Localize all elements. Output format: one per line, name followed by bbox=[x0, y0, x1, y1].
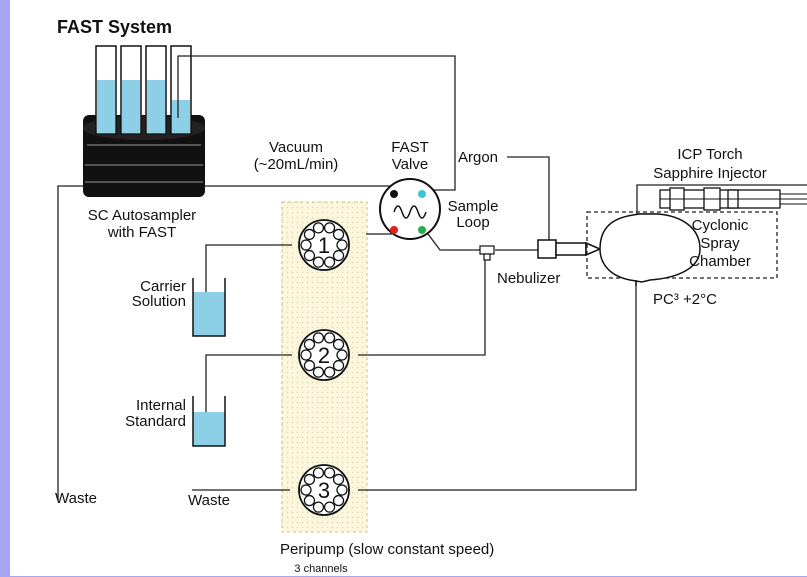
cyclonic-spray-chamber bbox=[599, 213, 701, 286]
autosampler bbox=[83, 45, 205, 197]
fast-valve-label-line2: Valve bbox=[391, 156, 429, 173]
nebulizer-label: Nebulizer bbox=[497, 270, 561, 287]
sample-loop-label-line2: Loop bbox=[456, 214, 490, 231]
internal-standard-label-line1: Internal bbox=[135, 397, 186, 414]
argon-label: Argon bbox=[458, 149, 499, 166]
pc3-temperature-label: PC³ +2°C bbox=[653, 291, 717, 308]
tee-connector bbox=[479, 245, 495, 261]
carrier-solution-beaker bbox=[192, 278, 226, 337]
carrier-solution-label-line2: Solution bbox=[131, 293, 186, 310]
peripump-label: Peripump (slow constant speed) bbox=[280, 541, 495, 558]
diagram-graphics: 1 2 3 bbox=[57, 45, 807, 533]
peripump-heads: 1 2 3 bbox=[298, 219, 350, 516]
autosampler-label-line2: with FAST bbox=[107, 224, 177, 241]
waste-label-left: Waste bbox=[55, 490, 97, 507]
cyclonic-label-line3: Chamber bbox=[689, 253, 751, 270]
cyclonic-label-line2: Spray bbox=[700, 235, 740, 252]
vacuum-rate-label: (~20mL/min) bbox=[253, 156, 339, 173]
pump-number-3: 3 bbox=[318, 478, 330, 503]
pump-head-2: 2 bbox=[298, 329, 350, 381]
fast-valve bbox=[379, 178, 441, 240]
pump-head-1: 1 bbox=[298, 219, 350, 271]
internal-standard-label-line2: Standard bbox=[125, 413, 186, 430]
pump-head-3: 3 bbox=[298, 464, 350, 516]
internal-standard-beaker bbox=[192, 396, 226, 447]
autosampler-label-line1: SC Autosampler bbox=[87, 207, 197, 224]
pump-number-1: 1 bbox=[318, 233, 330, 258]
icp-torch bbox=[659, 187, 807, 211]
vacuum-label: Vacuum bbox=[269, 139, 323, 156]
nebulizer bbox=[537, 239, 602, 259]
cyclonic-label-line1: Cyclonic bbox=[691, 217, 749, 234]
pump-number-2: 2 bbox=[318, 343, 330, 368]
icp-torch-label: ICP Torch bbox=[677, 146, 743, 163]
pc3-box bbox=[586, 211, 778, 279]
waste-label-pump: Waste bbox=[188, 492, 230, 509]
sapphire-injector-label: Sapphire Injector bbox=[653, 165, 767, 182]
carrier-solution-label-line1: Carrier bbox=[140, 278, 186, 295]
fast-valve-label-line1: FAST bbox=[391, 139, 429, 156]
peripump-channels-label: 3 channels bbox=[294, 563, 348, 575]
sample-tubes bbox=[95, 45, 192, 135]
sample-loop-label-line1: Sample bbox=[447, 198, 499, 215]
diagram-title: FAST System bbox=[57, 17, 173, 37]
